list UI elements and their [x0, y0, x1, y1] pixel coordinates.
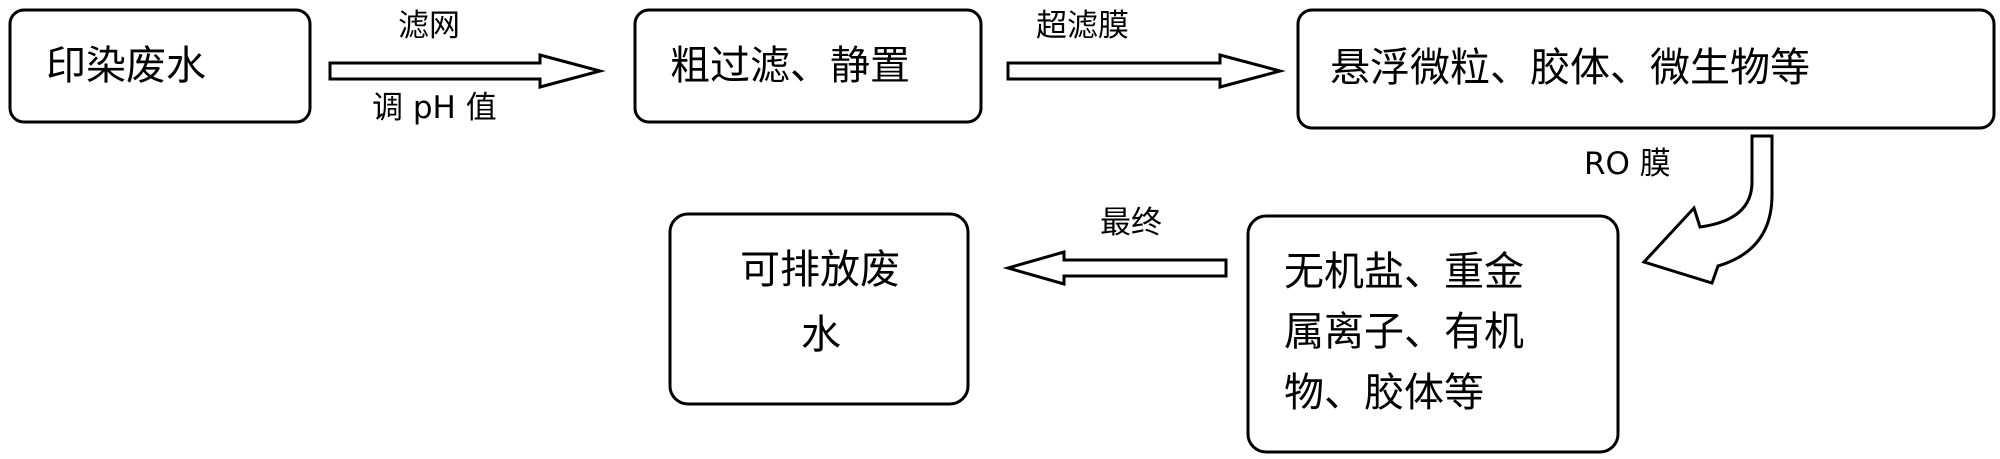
arrow-suspended-to-inorganic: RO 膜	[1584, 134, 1774, 285]
node-inorganic: 无机盐、重金 属离子、有机 物、胶体等	[1246, 214, 1620, 454]
node-filter-settle-label: 粗过滤、静置	[670, 43, 910, 89]
node-dischargeable: 可排放废 水	[668, 212, 970, 406]
edge-label-ro-membrane: RO 膜	[1584, 146, 1671, 182]
node-filter-settle: 粗过滤、静置	[633, 8, 983, 124]
arrow-inorganic-to-discharge: 最终	[1002, 205, 1228, 286]
node-wastewater: 印染废水	[8, 8, 312, 124]
node-suspended-label: 悬浮微粒、胶体、微生物等	[1330, 45, 1810, 91]
node-dischargeable-line-2: 水	[801, 312, 841, 358]
node-wastewater-label: 印染废水	[46, 43, 206, 89]
arrow-wastewater-to-filter: 滤网 调 pH 值	[328, 8, 606, 126]
node-dischargeable-line-1: 可排放废	[740, 247, 900, 293]
arrow-filter-to-suspended: 超滤膜	[1006, 8, 1286, 89]
edge-label-filter-mesh: 滤网	[398, 8, 460, 44]
node-suspended: 悬浮微粒、胶体、微生物等	[1296, 8, 1996, 130]
node-inorganic-line-1: 无机盐、重金	[1284, 249, 1524, 295]
edge-label-ultrafiltration: 超滤膜	[1036, 8, 1129, 44]
edge-label-final: 最终	[1100, 205, 1162, 241]
node-inorganic-line-3: 物、胶体等	[1284, 370, 1484, 416]
edge-label-adjust-ph: 调 pH 值	[372, 90, 497, 126]
node-inorganic-line-2: 属离子、有机	[1284, 309, 1524, 355]
